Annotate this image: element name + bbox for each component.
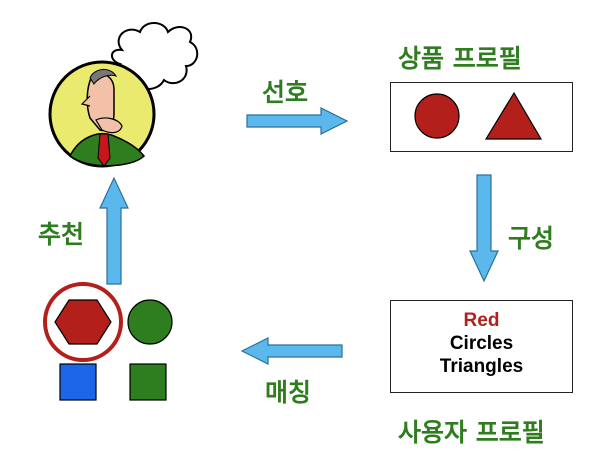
product-shapes (414, 91, 543, 140)
label-composition: 구성 (508, 224, 555, 253)
red-hexagon-shape (54, 299, 112, 345)
profile-circles: Circles (449, 333, 514, 355)
green-circle-shape (127, 299, 173, 345)
label-preference: 선호 (262, 78, 309, 107)
arrow-right (246, 107, 349, 135)
blue-square-shape (59, 363, 97, 401)
user-profile-box: Red Circles Triangles (390, 300, 573, 393)
profile-red: Red (463, 310, 500, 331)
product-profile-box (390, 82, 573, 152)
label-user-profile: 사용자 프로필 (398, 418, 545, 447)
profile-triangles: Triangles (439, 356, 524, 378)
item-shapes (43, 282, 173, 401)
thinking-person-illustration (48, 22, 199, 168)
label-recommendation: 추천 (38, 220, 85, 249)
red-circle-shape (414, 93, 460, 139)
label-matching: 매칭 (265, 378, 312, 407)
red-triangle-shape (484, 91, 543, 140)
label-product-profile: 상품 프로필 (398, 44, 522, 73)
arrow-down (469, 174, 499, 283)
arrow-left (240, 337, 343, 365)
arrow-up (99, 176, 129, 285)
green-square-shape (129, 363, 167, 401)
